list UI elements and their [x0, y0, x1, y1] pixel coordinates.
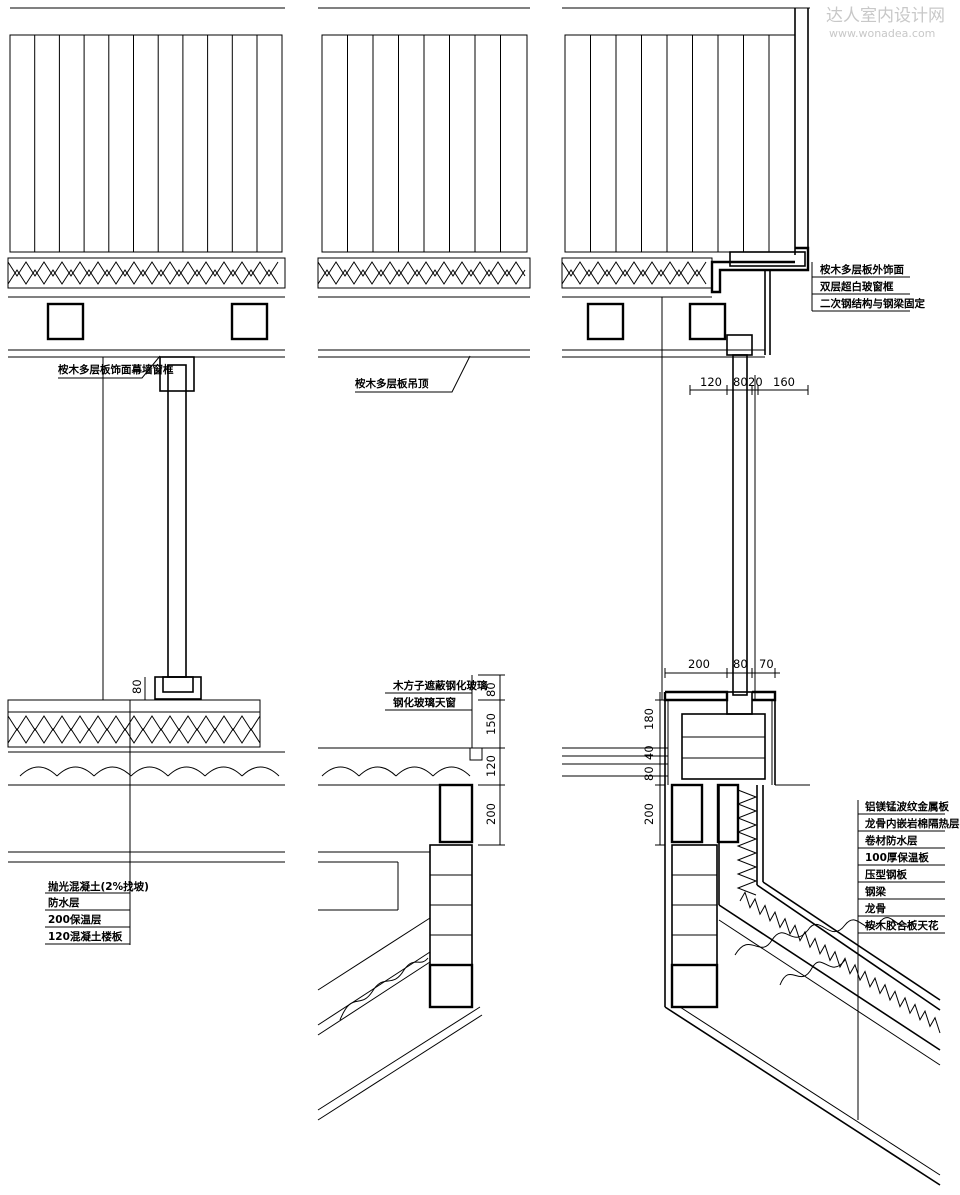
left-dim-80: 80: [130, 679, 144, 694]
right-dim-mid-2: 80: [733, 657, 748, 671]
right-cornice: [561, 246, 810, 355]
middle-label-2: 钢化玻璃天窗: [393, 696, 456, 709]
right-dim-top-4: 160: [773, 375, 795, 389]
middle-wood-cladding: [321, 34, 528, 253]
middle-callout-ceiling: 桉木多层板吊顶: [355, 377, 429, 390]
right-legend-2: 龙骨内嵌岩棉隔热层: [864, 817, 960, 830]
right-dims-vertical: 180 40 80 200: [642, 692, 665, 846]
left-leader: [58, 355, 161, 379]
left-legend-4: 120混凝土楼板: [48, 930, 123, 943]
right-dim-top-1: 120: [700, 375, 722, 389]
left-callout-window-frame: 桉木多层板饰面幕墙窗框: [58, 363, 174, 376]
watermark-title: 达人室内设计网: [826, 6, 945, 26]
right-dim-top-2: 80: [733, 375, 748, 389]
right-top-label-2: 双层超白玻窗框: [819, 280, 894, 293]
middle-dim-4: 200: [484, 803, 498, 825]
steel-beam-left-a: [46, 302, 85, 341]
middle-label-1: 木方子遮蔽钢化玻璃: [392, 679, 488, 692]
middle-section: 桉木多层板吊顶 木方子遮蔽钢化玻璃 钢化玻璃天窗 80 150 120 200: [317, 7, 531, 1121]
right-roof: [664, 783, 941, 1186]
middle-insulation-band: [317, 257, 531, 298]
right-dim-v-1: 180: [642, 708, 656, 730]
middle-skylight-labels: 木方子遮蔽钢化玻璃 钢化玻璃天窗: [385, 675, 488, 748]
right-dim-v-4: 200: [642, 803, 656, 825]
right-top-labels: 桉木多层板外饰面 双层超白玻窗框 二次钢结构与钢梁固定: [811, 262, 925, 312]
right-dims-mid: 200 80 70: [664, 657, 780, 678]
middle-dim-2: 150: [484, 713, 498, 735]
right-dim-mid-1: 200: [688, 657, 710, 671]
right-legend: 铝镁锰波纹金属板 龙骨内嵌岩棉隔热层 卷材防水层 100厚保温板 压型钢板 钢梁…: [858, 800, 960, 934]
right-top-label-3: 二次钢结构与钢梁固定: [820, 297, 925, 310]
right-mullion: [726, 334, 756, 700]
middle-dim-3: 120: [484, 755, 498, 777]
right-dim-top-3: 20: [748, 375, 763, 389]
left-legend-3: 200保温层: [48, 913, 102, 926]
right-legend-4: 100厚保温板: [865, 851, 929, 864]
left-wood-cladding: [9, 34, 283, 253]
right-wood-cladding: [564, 8, 809, 255]
middle-leader: [355, 355, 471, 393]
right-dim-v-3: 80: [642, 766, 656, 781]
left-legend: 抛光混凝土(2%找坡) 防水层 200保温层 120混凝土楼板: [45, 880, 149, 945]
right-curb: [562, 690, 810, 786]
right-section: 桉木多层板外饰面 双层超白玻窗框 二次钢结构与钢梁固定 120 80 20 16…: [561, 7, 960, 1186]
right-legend-5: 压型钢板: [865, 868, 907, 881]
right-legend-1: 铝镁锰波纹金属板: [865, 800, 949, 813]
right-dim-v-2: 40: [642, 745, 656, 760]
steel-beam-right-a: [586, 302, 625, 341]
right-legend-7: 龙骨: [864, 902, 886, 915]
steel-beam-left-b: [230, 302, 269, 341]
right-top-label-1: 桉木多层板外饰面: [820, 263, 904, 276]
left-legend-1: 抛光混凝土(2%找坡): [48, 880, 149, 893]
right-dims-top: 120 80 20 160: [689, 375, 809, 395]
right-dim-mid-3: 70: [759, 657, 774, 671]
left-insulation-band: [7, 257, 286, 298]
steel-beam-right-b: [688, 302, 727, 341]
watermark-url: www.wonadea.com: [829, 27, 935, 40]
right-legend-6: 钢梁: [865, 885, 886, 898]
right-legend-3: 卷材防水层: [864, 834, 918, 847]
left-legend-2: 防水层: [48, 896, 80, 909]
left-section: 80 桉木多层板饰面幕墙窗框 抛光混凝土(2%找坡) 防水层 200保温层 12…: [7, 7, 286, 945]
middle-dim-chain: 80 150 120 200: [478, 674, 505, 846]
middle-roof: [317, 747, 483, 1121]
left-floor-buildup: [7, 699, 285, 863]
right-legend-8: 桉木胶合板天花: [865, 919, 939, 932]
middle-dim-1: 80: [484, 682, 498, 697]
left-window-frame: [154, 356, 202, 700]
